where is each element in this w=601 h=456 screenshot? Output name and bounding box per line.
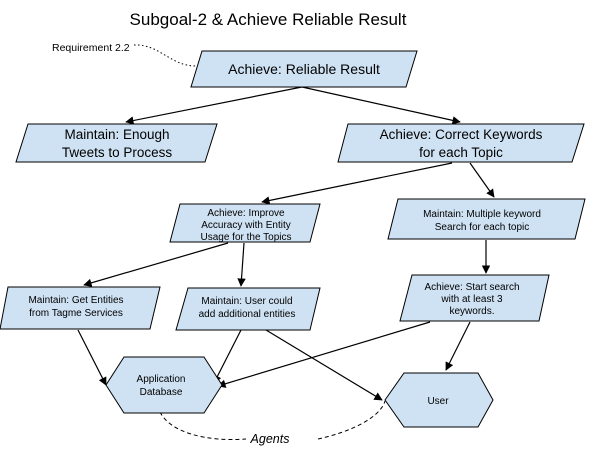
node-label-line: Database xyxy=(140,387,183,398)
svg-text:Achieve: Start search: Achieve: Start search xyxy=(424,282,519,293)
node-label-line: for each Topic xyxy=(419,145,503,160)
node-achieve-correct-keywords: Achieve: Correct Keywords for each Topic xyxy=(337,123,585,163)
svg-text:Maintain: Get Entities: Maintain: Get Entities xyxy=(28,295,123,306)
svg-text:with at least 3: with at least 3 xyxy=(440,294,503,305)
svg-text:Maintain: Multiple keyword: Maintain: Multiple keyword xyxy=(423,209,541,220)
node-label-line: Maintain: Multiple keyword xyxy=(423,209,541,220)
edge-accuracy-addent xyxy=(237,242,246,287)
edge-entities-appdb xyxy=(77,329,107,386)
node-label-line: Achieve: Reliable Result xyxy=(228,61,380,77)
edge-root-tweets xyxy=(125,86,303,125)
svg-text:for each Topic: for each Topic xyxy=(419,145,503,160)
svg-text:Achieve: Reliable Result: Achieve: Reliable Result xyxy=(228,61,380,77)
node-maintain-user-add-entities: Maintain: User could add additional enti… xyxy=(175,287,321,331)
requirement-note: Requirement 2.2 xyxy=(52,42,130,54)
svg-text:Accuracy with Entity: Accuracy with Entity xyxy=(201,220,290,231)
svg-text:Achieve: Correct Keywords: Achieve: Correct Keywords xyxy=(380,127,543,142)
diagram-title: Subgoal-2 & Achieve Reliable Result xyxy=(130,10,407,29)
svg-text:keywords.: keywords. xyxy=(449,306,494,317)
edge-start3-user xyxy=(445,321,471,371)
svg-text:Search for each topic: Search for each topic xyxy=(435,222,530,233)
node-label-line: Achieve: Improve xyxy=(207,208,285,219)
svg-text:Usage for the Topics: Usage for the Topics xyxy=(201,232,292,243)
svg-text:from Tagme Services: from Tagme Services xyxy=(29,308,123,319)
svg-text:User: User xyxy=(427,396,449,407)
node-user: User xyxy=(384,372,494,428)
node-label-line: User xyxy=(427,396,449,407)
node-label-line: with at least 3 xyxy=(440,294,503,305)
node-label-line: Achieve: Start search xyxy=(424,282,519,293)
svg-text:Tweets to Process: Tweets to Process xyxy=(62,145,173,160)
agents-connector-left xyxy=(159,411,247,441)
node-maintain-get-entities: Maintain: Get Entities from Tagme Servic… xyxy=(0,286,161,330)
edge-keywords-accuracy xyxy=(261,162,453,205)
edge-addent-appdb xyxy=(213,329,242,384)
node-label-line: add additional entities xyxy=(199,309,296,320)
edge-root-keywords xyxy=(301,86,461,125)
svg-text:Application: Application xyxy=(137,374,186,385)
edge-start3-appdb xyxy=(217,321,431,388)
node-achieve-reliable-result: Achieve: Reliable Result xyxy=(190,50,418,88)
node-achieve-start-search: Achieve: Start search with at least 3 ke… xyxy=(399,274,550,322)
edge-keywords-multi xyxy=(469,162,495,198)
node-label-line: Maintain: Get Entities xyxy=(28,295,123,306)
node-label-line: from Tagme Services xyxy=(29,308,123,319)
edge-addent-user xyxy=(265,329,383,401)
agents-connector-right xyxy=(317,400,386,440)
svg-text:add additional entities: add additional entities xyxy=(199,309,296,320)
node-maintain-enough-tweets: Maintain: Enough Tweets to Process xyxy=(15,123,218,163)
svg-text:Maintain: User could: Maintain: User could xyxy=(201,296,292,307)
edge-accuracy-entities xyxy=(83,242,229,287)
requirement-connector xyxy=(133,44,197,67)
svg-text:Database: Database xyxy=(140,387,183,398)
node-maintain-multiple-keyword: Maintain: Multiple keyword Search for ea… xyxy=(387,198,586,240)
node-achieve-improve-accuracy: Achieve: Improve Accuracy with Entity Us… xyxy=(169,203,321,243)
agents-label: Agents xyxy=(250,432,290,446)
node-label-line: Maintain: Enough xyxy=(64,127,169,142)
node-label-line: keywords. xyxy=(449,306,494,317)
node-label-line: Search for each topic xyxy=(435,222,530,233)
node-label-line: Application xyxy=(137,374,186,385)
node-label-line: Usage for the Topics xyxy=(201,232,292,243)
svg-text:Achieve: Improve: Achieve: Improve xyxy=(207,208,285,219)
node-label-line: Tweets to Process xyxy=(62,145,173,160)
svg-text:Maintain: Enough: Maintain: Enough xyxy=(64,127,169,142)
node-application-database: Application Database xyxy=(105,356,223,414)
node-label-line: Achieve: Correct Keywords xyxy=(380,127,543,142)
node-label-line: Maintain: User could xyxy=(201,296,292,307)
node-label-line: Accuracy with Entity xyxy=(201,220,290,231)
